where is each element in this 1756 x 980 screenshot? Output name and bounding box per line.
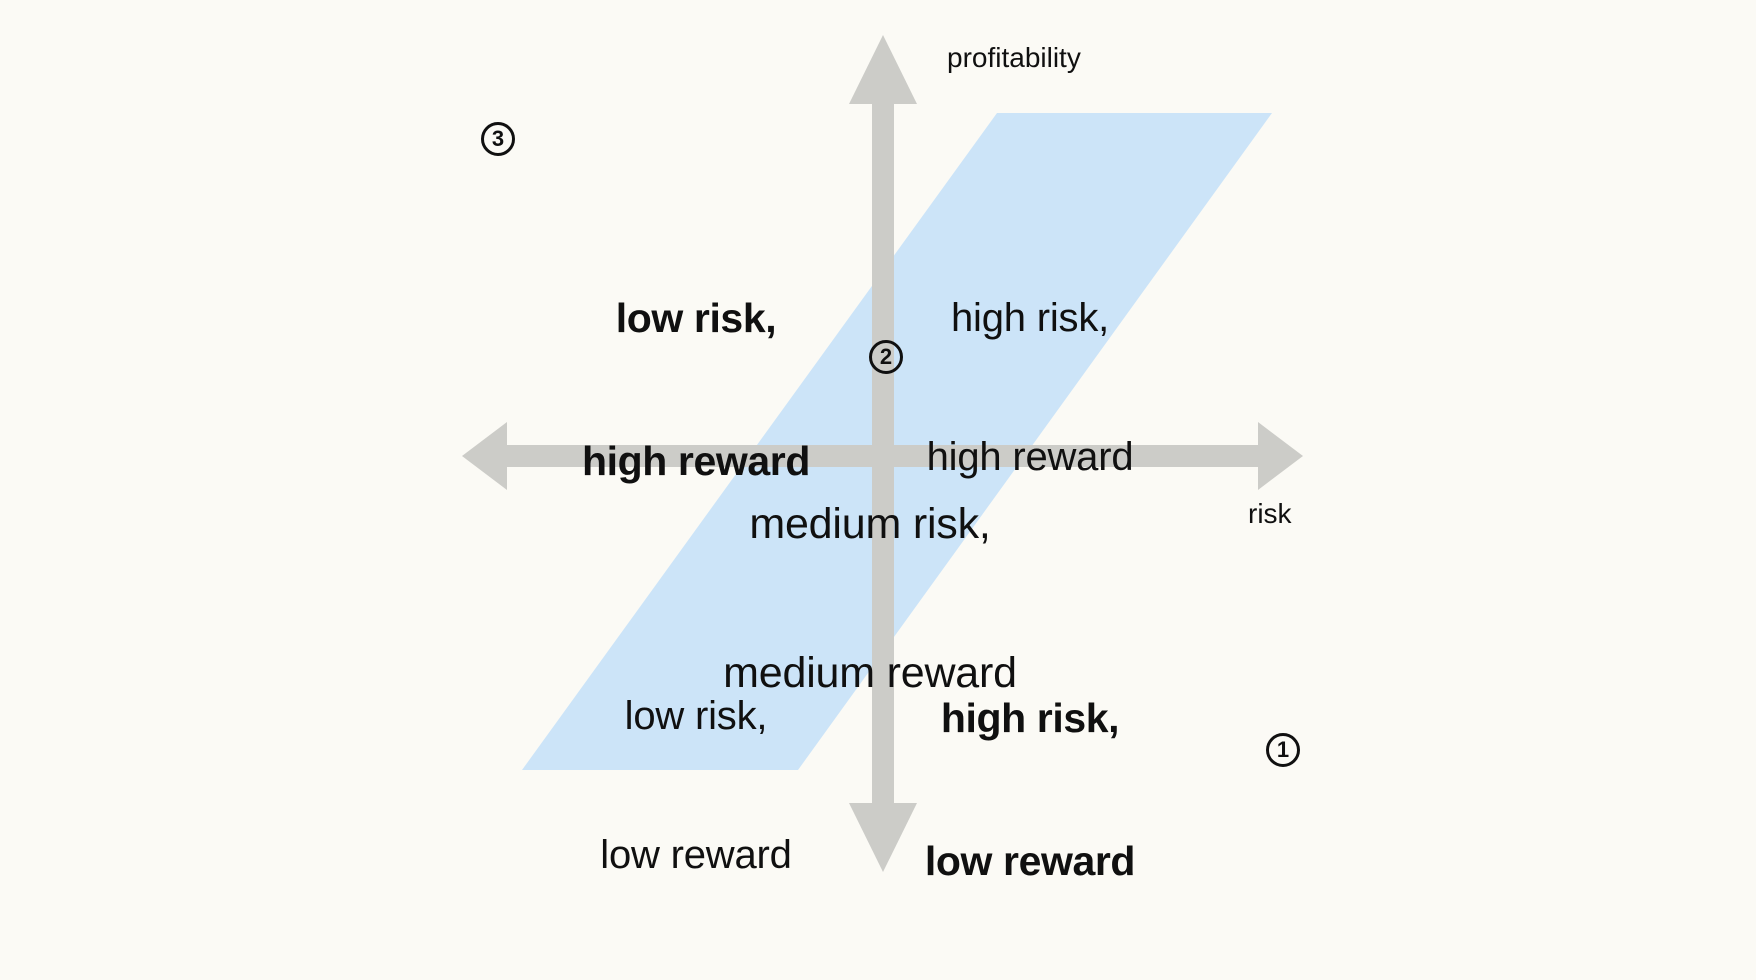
band-line-1: medium risk, — [749, 499, 991, 548]
step-marker-1: 1 — [1266, 733, 1300, 767]
quadrant-label-high-risk-high-reward: high risk, high reward — [860, 202, 1200, 573]
label-layer: profitability risk low risk, high reward… — [481, 42, 1300, 884]
arrow-left-icon — [462, 422, 507, 490]
quadrant-label-high-risk-low-reward: high risk, low reward — [860, 600, 1200, 980]
quadrant-line-1: high risk, — [940, 695, 1120, 742]
quadrant-label-low-risk-low-reward: low risk, low reward — [546, 600, 846, 971]
quadrant-label-low-risk-high-reward: low risk, high reward — [546, 200, 846, 580]
diagram-graphics — [462, 35, 1303, 872]
step-marker-3: 3 — [481, 122, 515, 156]
quadrant-line-1: low risk, — [624, 693, 768, 738]
quadrant-line-1: low risk, — [615, 295, 777, 342]
band-label-medium-risk-medium-reward: medium risk, medium reward — [650, 400, 1090, 799]
axis-label-profitability: profitability — [947, 42, 1081, 73]
horizontal-axis — [462, 422, 1303, 490]
quadrant-line-2: high reward — [582, 437, 810, 484]
step-marker-2: 2 — [869, 340, 903, 374]
arrow-up-icon — [849, 35, 917, 104]
medium-risk-band-shape — [522, 113, 1272, 770]
band-line-2: medium reward — [723, 649, 1017, 698]
quadrant-line-1: high risk, — [950, 295, 1110, 340]
quadrant-line-2: low reward — [600, 832, 792, 877]
diagram-canvas: profitability risk low risk, high reward… — [462, 35, 1303, 884]
arrow-right-icon — [1258, 422, 1303, 490]
axis-label-risk: risk — [1248, 498, 1292, 529]
quadrant-line-2: low reward — [924, 837, 1136, 884]
quadrant-line-2: high reward — [926, 434, 1134, 479]
arrow-down-icon — [849, 803, 917, 872]
